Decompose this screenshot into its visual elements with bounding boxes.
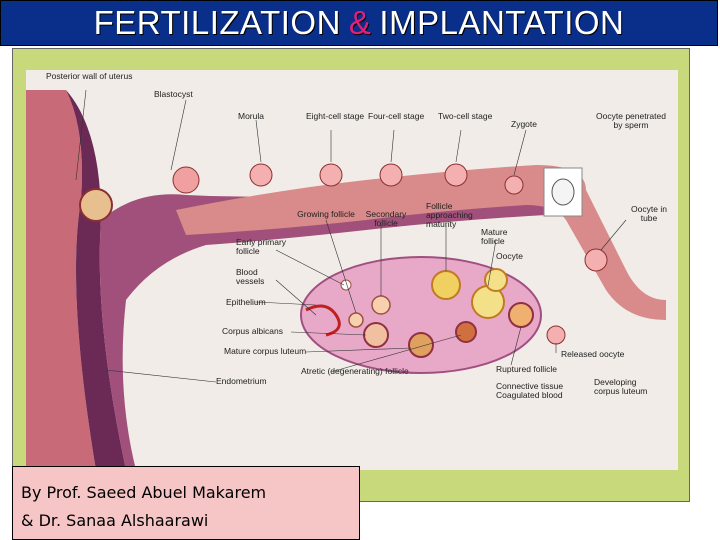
uterine-wall xyxy=(26,90,96,470)
atretic-follicle-shape xyxy=(455,321,477,343)
label-blood-vessels: Blood vessels xyxy=(236,267,265,286)
label-connective-tissue: Connective tissue Coagulated blood xyxy=(496,381,564,400)
zygote-shape xyxy=(504,175,524,195)
ovary xyxy=(300,256,542,374)
endometrium-layer xyxy=(66,90,126,470)
label-posterior-wall: Posterior wall of uterus xyxy=(46,71,133,81)
four-cell-shape xyxy=(379,163,403,187)
slide-title: FERTILIZATION & IMPLANTATION xyxy=(0,0,718,46)
mature-corpus-luteum-shape xyxy=(408,332,434,358)
ruptured-follicle-shape xyxy=(508,302,534,328)
label-growing-follicle: Growing follicle xyxy=(297,209,355,219)
title-ampersand: & xyxy=(348,4,372,41)
oocyte-inset xyxy=(543,167,583,217)
label-eight-cell: Eight-cell stage xyxy=(306,111,365,121)
label-oocyte-in-tube: Oocyte in tube xyxy=(631,204,667,223)
follicle-approaching-maturity xyxy=(431,270,461,300)
corpus-albicans-shape xyxy=(363,322,389,348)
label-mature-follicle: Mature follicle xyxy=(481,227,508,246)
leader-lines xyxy=(75,89,627,383)
credit-line-2: & Dr. Sanaa Alshaarawi xyxy=(21,511,209,530)
label-zygote: Zygote xyxy=(511,119,537,129)
credits-box: By Prof. Saeed Abuel Makarem & Dr. Sanaa… xyxy=(12,466,360,540)
morula-implant-shape xyxy=(172,166,200,194)
secondary-follicle-shape xyxy=(371,295,391,315)
label-ruptured-follicle: Ruptured follicle xyxy=(496,364,557,374)
label-two-cell: Two-cell stage xyxy=(438,111,493,121)
label-follicle-approaching: Follicle approaching maturity xyxy=(426,201,473,229)
uterine-cavity xyxy=(99,180,546,470)
label-corpus-albicans: Corpus albicans xyxy=(222,326,283,336)
eight-cell-shape xyxy=(319,163,343,187)
ovulation-implantation-diagram: Posterior wall of uterus Blastocyst Moru… xyxy=(26,70,678,470)
label-atretic: Atretic (degenerating) follicle xyxy=(301,366,409,376)
label-released-oocyte: Released oocyte xyxy=(561,349,625,359)
label-early-primary: Early primary follicle xyxy=(236,237,287,256)
label-developing-corpus: Developing corpus luteum xyxy=(594,377,648,396)
title-part2: IMPLANTATION xyxy=(379,4,625,41)
label-endometrium: Endometrium xyxy=(216,376,267,386)
early-follicle-shape xyxy=(340,279,352,291)
two-cell-shape xyxy=(444,163,468,187)
label-oocyte: Oocyte xyxy=(496,251,523,261)
label-mature-corpus-luteum: Mature corpus luteum xyxy=(224,346,307,356)
blastocyst-shape xyxy=(79,188,113,222)
label-epithelium: Epithelium xyxy=(226,297,266,307)
released-oocyte-shape xyxy=(546,325,566,345)
label-morula: Morula xyxy=(238,111,264,121)
mature-follicle-2 xyxy=(484,268,508,292)
growing-follicle-shape xyxy=(348,312,364,328)
diagram-illustration xyxy=(26,89,666,470)
credit-line-1: By Prof. Saeed Abuel Makarem xyxy=(21,483,267,502)
label-secondary-follicle: Secondary follicle xyxy=(365,209,407,228)
oocyte-penetrated-shape xyxy=(551,178,575,206)
label-blastocyst: Blastocyst xyxy=(154,89,193,99)
title-part1: FERTILIZATION xyxy=(93,4,341,41)
oocyte-in-tube-shape xyxy=(584,248,608,272)
label-four-cell: Four-cell stage xyxy=(368,111,425,121)
blood-vessels-shape xyxy=(305,304,341,337)
morula-shape xyxy=(249,163,273,187)
label-oocyte-penetrated: Oocyte penetrated by sperm xyxy=(596,111,666,130)
